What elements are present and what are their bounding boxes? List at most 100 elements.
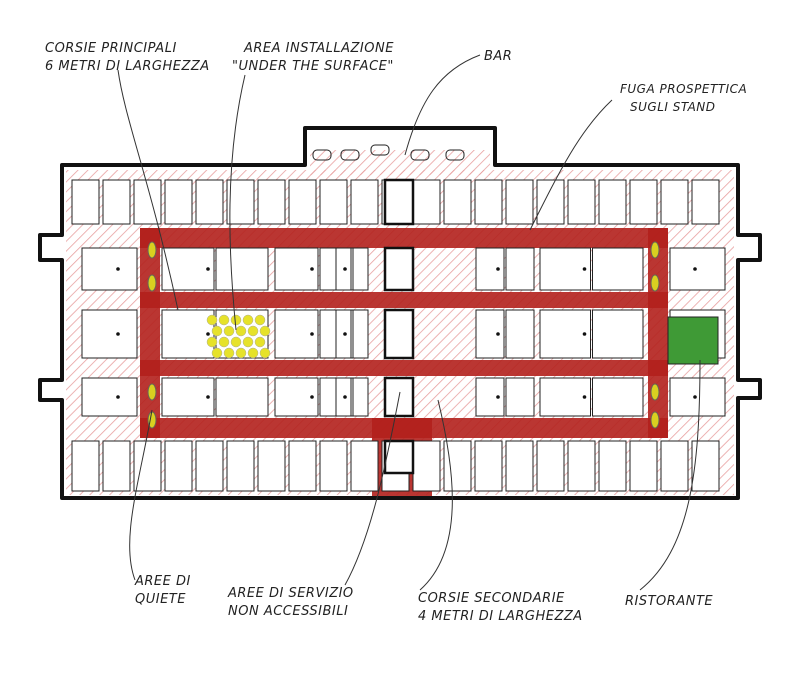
stand	[81, 247, 138, 291]
stand-dot	[693, 395, 697, 399]
stand-dot	[310, 395, 314, 399]
installation-dot	[218, 336, 230, 348]
label-line: BAR	[484, 49, 513, 64]
stand	[669, 247, 726, 291]
corridor	[140, 292, 668, 308]
stand	[71, 179, 100, 225]
stand	[71, 440, 100, 492]
label-line: AREE DI SERVIZIO	[228, 586, 354, 601]
stand	[350, 179, 379, 225]
stand	[352, 309, 369, 359]
stand	[536, 179, 565, 225]
label-fuga-prospettica: FUGA PROSPETTICA SUGLI STAND	[620, 80, 747, 116]
installation-dot	[242, 314, 254, 326]
leader-bar	[404, 54, 481, 156]
stand	[598, 179, 627, 225]
stand	[592, 247, 644, 291]
leader-corsie-secondarie	[419, 399, 453, 591]
stand	[161, 247, 215, 291]
label-line: CORSIE SECONDARIE	[418, 591, 565, 606]
label-line: 4 METRI DI LARGHEZZA	[418, 609, 583, 624]
label-line: FUGA PROSPETTICA	[620, 82, 748, 96]
leader-area-installazione	[229, 74, 246, 331]
stand	[539, 247, 591, 291]
stand	[669, 377, 726, 417]
stand-dot	[582, 332, 587, 336]
stand	[474, 440, 503, 492]
label-aree-quiete: AREE DI QUIETE	[135, 573, 191, 609]
stand-dot	[582, 395, 587, 399]
stand-dot	[496, 332, 500, 336]
installation-dot	[230, 336, 242, 348]
installation-dot	[259, 347, 271, 359]
stand-dot	[310, 267, 314, 271]
label-aree-servizio: AREE DI SERVIZIO NON ACCESSIBILI	[228, 585, 354, 621]
stand	[161, 377, 215, 417]
stand-dot	[496, 395, 500, 399]
installation-dot	[235, 325, 247, 337]
quiet-area	[147, 383, 157, 401]
service-area	[383, 439, 415, 475]
leader-fuga-prospettica	[529, 99, 613, 231]
installation-dot	[247, 347, 259, 359]
stand	[102, 440, 131, 492]
leader-aree-servizio	[344, 391, 401, 586]
label-line: SUGLI STAND	[630, 100, 716, 114]
corridor	[648, 228, 668, 438]
stand	[226, 179, 255, 225]
building-outline-wall	[38, 126, 762, 500]
stand	[161, 309, 215, 359]
stand	[352, 247, 369, 291]
ristorante-area	[667, 316, 719, 365]
stand	[536, 440, 565, 492]
quiet-area	[650, 411, 660, 429]
stand	[102, 179, 131, 225]
label-ristorante: RISTORANTE	[625, 593, 713, 611]
stand	[443, 179, 472, 225]
bar-furniture	[312, 149, 332, 161]
installation-dot	[211, 347, 223, 359]
corridor	[140, 228, 160, 438]
stand	[257, 440, 286, 492]
label-line: AREE DI	[135, 574, 191, 589]
quiet-area	[650, 274, 660, 292]
stand	[629, 440, 658, 492]
leader-corsie-principali	[117, 69, 179, 311]
stand	[352, 377, 369, 417]
installation-dot	[223, 347, 235, 359]
installation-dot	[218, 314, 230, 326]
stand	[539, 309, 591, 359]
bar-furniture	[340, 149, 360, 161]
leader-ristorante	[639, 359, 701, 591]
corridor	[140, 228, 668, 248]
stand-dot	[206, 267, 210, 271]
quiet-area	[147, 274, 157, 292]
bar-furniture	[445, 149, 465, 161]
stand	[226, 440, 255, 492]
stand-dot	[206, 395, 210, 399]
stand-dot	[343, 395, 347, 399]
label-line: CORSIE PRINCIPALI	[45, 41, 177, 56]
stand	[660, 179, 689, 225]
stand-dot	[343, 332, 347, 336]
annotation-leaders	[117, 54, 701, 591]
service-area	[383, 308, 415, 360]
stand	[567, 179, 596, 225]
stand	[691, 179, 720, 225]
stand-dot	[496, 267, 500, 271]
installation-dot	[254, 336, 266, 348]
special-areas	[147, 144, 719, 429]
stand	[505, 309, 535, 359]
installation-dot	[223, 325, 235, 337]
installation-dot	[254, 314, 266, 326]
stand	[629, 179, 658, 225]
stand	[288, 179, 317, 225]
stand	[215, 377, 269, 417]
label-corsie-secondarie: CORSIE SECONDARIE 4 METRI DI LARGHEZZA	[418, 590, 583, 626]
label-line: NON ACCESSIBILI	[228, 604, 349, 619]
stand	[195, 440, 224, 492]
stand	[164, 179, 193, 225]
stand	[319, 179, 348, 225]
bar-furniture	[370, 144, 390, 156]
corridor	[140, 360, 668, 376]
